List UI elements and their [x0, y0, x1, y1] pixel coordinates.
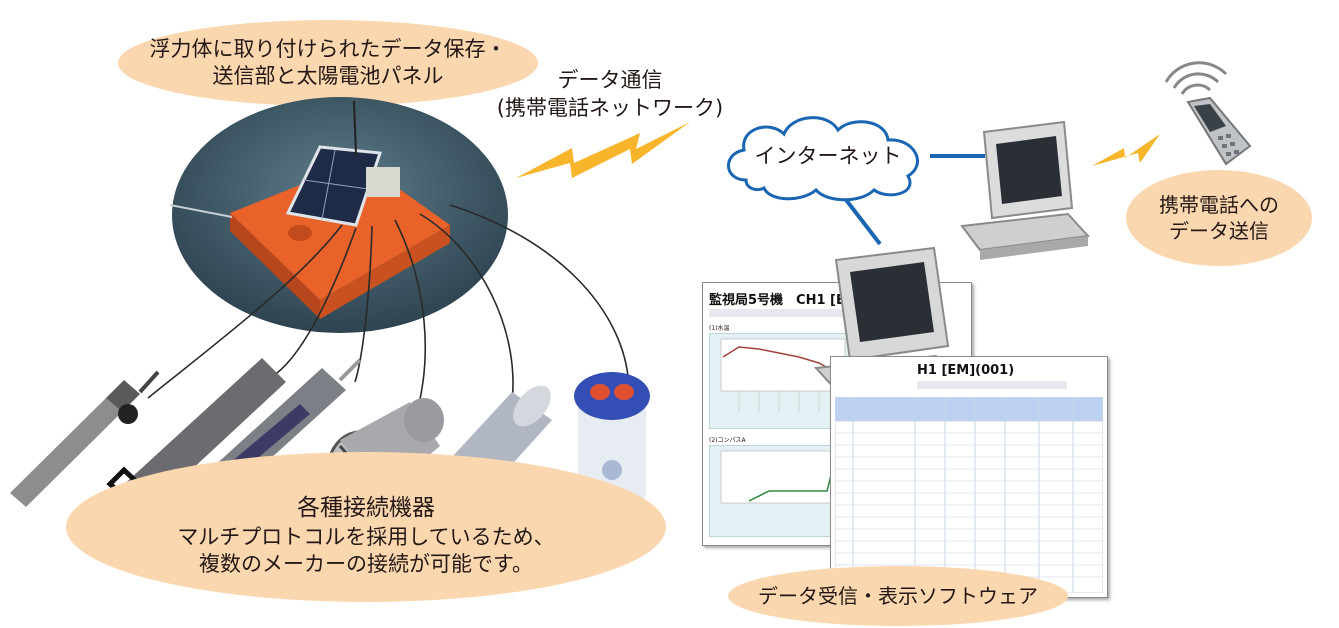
data-comm-line2: (携帯電話ネットワーク) — [496, 96, 724, 121]
mobile-caption-bubble: 携帯電話への データ送信 — [1126, 170, 1312, 266]
internet-label: インターネット — [754, 144, 902, 168]
software-caption: データ受信・表示ソフトウェア — [758, 584, 1038, 608]
screen-back-chart1 — [709, 333, 849, 429]
devices-caption-line1: マルチプロトコルを採用しているため、 — [177, 524, 555, 549]
mobile-caption-line2: データ送信 — [1169, 219, 1269, 243]
data-comm-line1: データ通信 — [557, 68, 663, 92]
internet-cloud — [727, 116, 919, 202]
solar-panel — [285, 145, 383, 227]
mobile-caption-line1: 携帯電話への — [1159, 193, 1279, 217]
devices-caption-title: 各種接続機器 — [297, 494, 435, 521]
devices-caption-line2: 複数のメーカーの接続が可能です。 — [199, 551, 533, 576]
screen-back-chart2 — [709, 445, 849, 537]
buoy-caption-line1: 浮力体に取り付けられたデータ保存・ — [149, 36, 507, 61]
buoy-photo — [170, 97, 508, 333]
screen-front-table — [835, 397, 1103, 593]
lightning-bolt-icon — [516, 122, 690, 178]
lightning-bolt-icon — [1092, 134, 1160, 166]
screen-back-chart2-label: (2)コンパスA — [709, 437, 746, 444]
software-screen-front: H1 [EM](001) — [830, 356, 1108, 598]
sensor-probe-6 — [574, 372, 650, 504]
sensor-probe-1 — [10, 370, 160, 507]
screen-back-chart1-label: (1)水温 — [709, 325, 730, 332]
software-caption-bubble: データ受信・表示ソフトウェア — [728, 566, 1068, 626]
data-comm-label: データ通信 (携帯電話ネットワーク) — [480, 66, 740, 123]
cloud-icon — [727, 116, 919, 202]
buoy-caption-line2: 送信部と太陽電池パネル — [212, 64, 444, 88]
devices-caption-bubble: 各種接続機器 マルチプロトコルを採用しているため、 複数のメーカーの接続が可能で… — [66, 452, 666, 602]
mobile-phone-icon — [1164, 61, 1252, 166]
buoy-caption-bubble: 浮力体に取り付けられたデータ保存・ 送信部と太陽電池パネル — [118, 20, 538, 106]
server-computer-icon — [960, 120, 1091, 260]
screen-front-title: H1 [EM](001) — [917, 363, 1015, 378]
